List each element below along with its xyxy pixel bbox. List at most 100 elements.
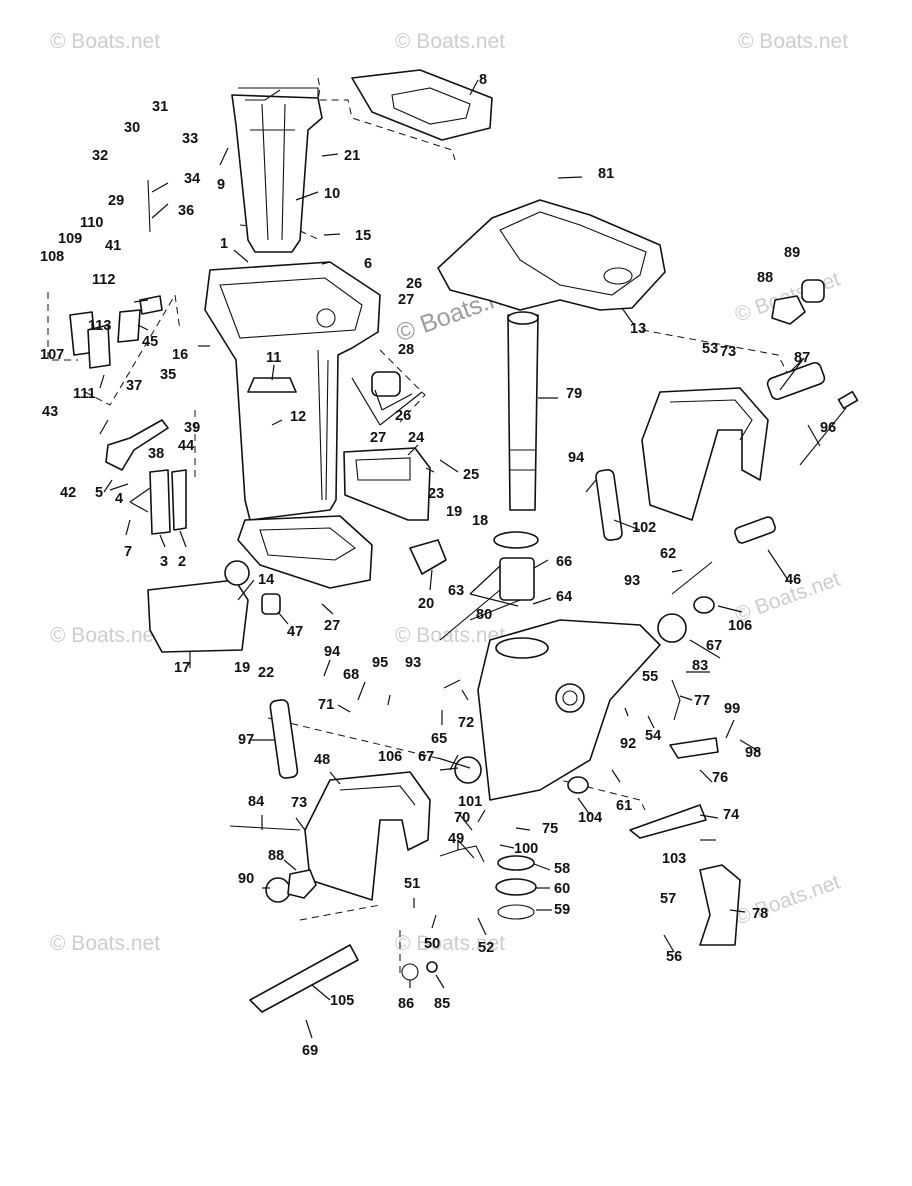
callout-7: 7 — [124, 544, 132, 560]
callout-27: 27 — [370, 430, 386, 446]
callout-72: 72 — [458, 715, 474, 731]
callout-47: 47 — [287, 624, 303, 640]
callout-73: 73 — [291, 795, 307, 811]
watermark-text: © Boats.net — [395, 932, 505, 955]
callout-46: 46 — [785, 572, 801, 588]
callout-28: 28 — [398, 342, 414, 358]
callout-43: 43 — [42, 404, 58, 420]
callout-1: 1 — [220, 236, 228, 252]
callout-labels: 8 31 30 33 32 21 9 34 29 10 81 36 110 10… — [40, 72, 836, 1059]
callout-73: 73 — [720, 344, 736, 360]
callout-100: 100 — [514, 841, 538, 857]
transom-plate-part-105 — [249, 944, 359, 1013]
callout-8: 8 — [479, 72, 487, 88]
callout-88: 88 — [757, 270, 773, 286]
callout-57: 57 — [660, 891, 676, 907]
callout-10: 10 — [324, 186, 340, 202]
callout-64: 64 — [556, 589, 572, 605]
callout-17: 17 — [174, 660, 190, 676]
callout-86: 86 — [398, 996, 414, 1012]
callout-88: 88 — [268, 848, 284, 864]
callout-5: 5 — [95, 485, 103, 501]
callout-99: 99 — [724, 701, 740, 717]
callout-9: 9 — [217, 177, 225, 193]
callout-77: 77 — [694, 693, 710, 709]
watermark-text: © Boats.net — [395, 624, 505, 647]
callout-37: 37 — [126, 378, 142, 394]
callout-101: 101 — [458, 794, 482, 810]
stern-bracket-part-48 — [304, 771, 431, 901]
callout-63: 63 — [448, 583, 464, 599]
callout-70: 70 — [454, 810, 470, 826]
gasket-plate-part-8 — [351, 69, 493, 141]
callout-106: 106 — [378, 749, 402, 765]
callout-80: 80 — [476, 607, 492, 623]
watermark-text: © Boats.net — [732, 870, 843, 929]
callout-53: 53 — [702, 341, 718, 357]
callout-6: 6 — [364, 256, 372, 272]
callout-44: 44 — [178, 438, 194, 454]
callout-32: 32 — [92, 148, 108, 164]
callout-74: 74 — [723, 807, 739, 823]
watermark-text: © Boats.net — [738, 30, 848, 53]
callout-39: 39 — [184, 420, 200, 436]
callout-2: 2 — [178, 554, 186, 570]
callout-12: 12 — [290, 409, 306, 425]
callout-60: 60 — [554, 881, 570, 897]
watermark-text: © Boats.net — [50, 932, 160, 955]
callout-67: 67 — [706, 638, 722, 654]
callout-106: 106 — [728, 618, 752, 634]
callout-97: 97 — [238, 732, 254, 748]
callout-71: 71 — [318, 697, 334, 713]
callout-56: 56 — [666, 949, 682, 965]
callout-85: 85 — [434, 996, 450, 1012]
callout-55: 55 — [642, 669, 658, 685]
callout-23: 23 — [428, 486, 444, 502]
callout-33: 33 — [182, 131, 198, 147]
callout-48: 48 — [314, 752, 330, 768]
callout-94: 94 — [324, 644, 340, 660]
callout-76: 76 — [712, 770, 728, 786]
callout-83: 83 — [692, 658, 708, 674]
callout-111: 111 — [73, 386, 96, 402]
callout-22: 22 — [258, 665, 274, 681]
callout-38: 38 — [148, 446, 164, 462]
callout-21: 21 — [344, 148, 360, 164]
callout-18: 18 — [472, 513, 488, 529]
leader-lines — [99, 79, 821, 1039]
callout-75: 75 — [542, 821, 558, 837]
steering-shaft-part-79 — [507, 311, 539, 511]
callout-93: 93 — [624, 573, 640, 589]
callout-61: 61 — [616, 798, 632, 814]
callout-110: 110 — [80, 215, 103, 231]
stern-bracket-part-53 — [641, 387, 769, 521]
callout-79: 79 — [566, 386, 582, 402]
callout-94: 94 — [568, 450, 584, 466]
callout-50: 50 — [424, 936, 440, 952]
callout-45: 45 — [142, 334, 158, 350]
watermark-text: © Boats.net — [50, 624, 160, 647]
callout-26: 26 — [395, 408, 411, 424]
callout-65: 65 — [431, 731, 447, 747]
callout-54: 54 — [645, 728, 661, 744]
callout-81: 81 — [598, 166, 614, 182]
callout-92: 92 — [620, 736, 636, 752]
callout-112: 112 — [92, 272, 115, 288]
callout-13: 13 — [630, 321, 646, 337]
callout-93: 93 — [405, 655, 421, 671]
callout-42: 42 — [60, 485, 76, 501]
callout-58: 58 — [554, 861, 570, 877]
callout-59: 59 — [554, 902, 570, 918]
callout-34: 34 — [184, 171, 200, 187]
callout-30: 30 — [124, 120, 140, 136]
callout-36: 36 — [178, 203, 194, 219]
small-parts — [69, 179, 859, 981]
callout-4: 4 — [115, 491, 123, 507]
callout-67: 67 — [418, 749, 434, 765]
callout-27: 27 — [324, 618, 340, 634]
callout-14: 14 — [258, 572, 274, 588]
bracket-part-78 — [699, 864, 741, 946]
lower-cover-part-17 — [147, 579, 249, 653]
exhaust-tube-part-10 — [231, 87, 323, 253]
